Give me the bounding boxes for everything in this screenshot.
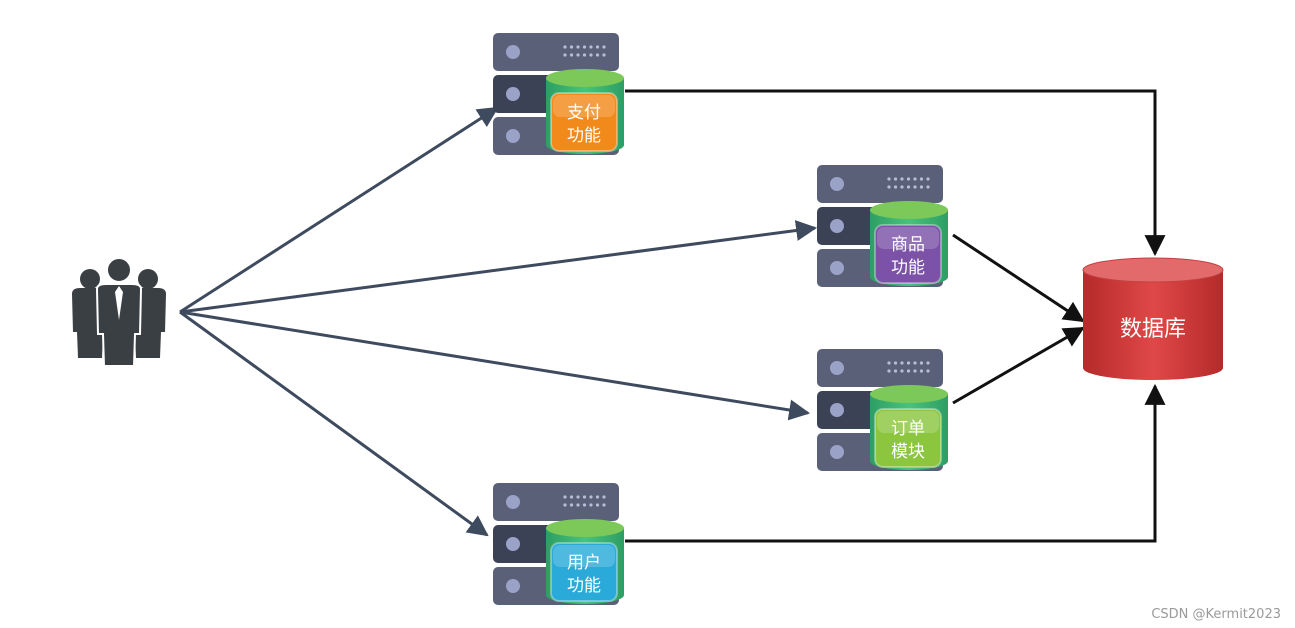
database-top — [1082, 257, 1224, 283]
arrow-users-to-product — [179, 220, 818, 314]
arrow-order-to-db — [952, 326, 1085, 405]
service-label-line2: 功能 — [567, 126, 601, 146]
vent-dots — [563, 45, 606, 57]
vent-dots — [563, 495, 606, 507]
service-label-line1: 商品 — [891, 235, 925, 255]
arrow-user-to-db — [625, 383, 1166, 543]
service-to-db-arrows — [625, 89, 1166, 543]
watermark-text: CSDN @Kermit2023 — [1151, 607, 1281, 622]
user-to-service-arrows — [179, 106, 818, 537]
arrow-product-to-db — [952, 233, 1085, 323]
service-label-line1: 用户 — [567, 553, 601, 573]
database-cylinder[interactable]: 数据库 — [1082, 257, 1224, 380]
arrow-users-to-payment — [179, 106, 499, 314]
arrow-payment-to-db — [625, 89, 1166, 257]
service-label-line1: 支付 — [567, 103, 601, 123]
database-body — [1083, 270, 1223, 380]
service-label-line2: 功能 — [891, 258, 925, 278]
service-label-line2: 模块 — [891, 442, 925, 462]
vent-dots — [887, 177, 930, 189]
arrow-users-to-user-service — [179, 310, 489, 537]
database-label: 数据库 — [1120, 317, 1186, 342]
arrow-users-to-order — [179, 310, 811, 421]
users-group-icon — [72, 257, 166, 367]
vent-dots — [887, 361, 930, 373]
service-label-line2: 功能 — [567, 576, 601, 596]
service-label-line1: 订单 — [891, 419, 925, 439]
